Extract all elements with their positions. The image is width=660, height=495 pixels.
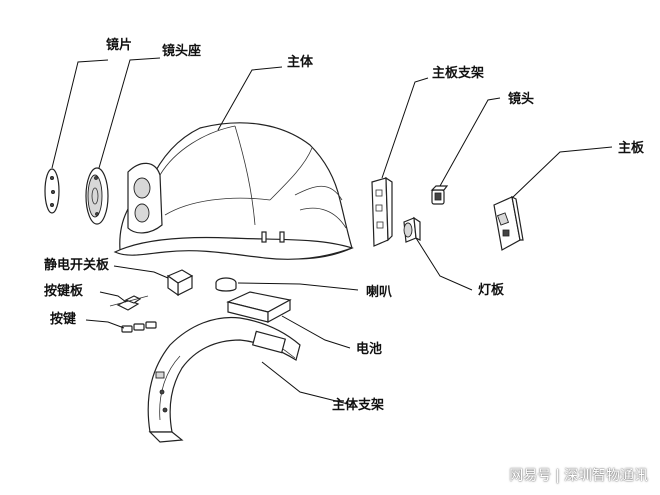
static-switch-board-part (166, 269, 194, 297)
label-main-body: 主体 (287, 55, 314, 70)
main-body-bracket-part (147, 316, 301, 443)
label-static-switch-board: 静电开关板 (44, 258, 110, 273)
camera-lens-part (430, 185, 449, 205)
label-light-board: 灯板 (478, 283, 505, 298)
label-mainboard: 主板 (618, 141, 645, 156)
helmet-main-body (113, 122, 354, 260)
mainboard-bracket-part (371, 176, 393, 247)
label-lens: 镜片 (106, 38, 133, 53)
watermark: 网易号|深圳智物通讯 (509, 465, 648, 485)
battery-part (226, 291, 292, 324)
label-main-bracket: 主体支架 (332, 398, 385, 413)
label-mainboard-bracket: 主板支架 (432, 66, 485, 81)
leader-lines (51, 57, 613, 406)
label-keys: 按键 (50, 312, 77, 327)
light-board-part (403, 216, 421, 243)
label-camera-lens: 镜头 (508, 92, 535, 107)
watermark-separator: | (555, 468, 560, 484)
lens-part (44, 168, 60, 214)
label-speaker: 喇叭 (366, 285, 393, 300)
watermark-source: 深圳智物通讯 (564, 468, 648, 484)
speaker-part (215, 277, 237, 292)
label-battery: 电池 (356, 342, 383, 357)
key-board-part (109, 295, 149, 311)
mainboard-part (493, 195, 524, 251)
label-key-board: 按键板 (44, 284, 84, 299)
lens-mount-part (85, 167, 109, 225)
label-lens-mount: 镜头座 (162, 44, 202, 59)
watermark-platform: 网易号 (509, 468, 552, 484)
keys-part (121, 321, 157, 333)
